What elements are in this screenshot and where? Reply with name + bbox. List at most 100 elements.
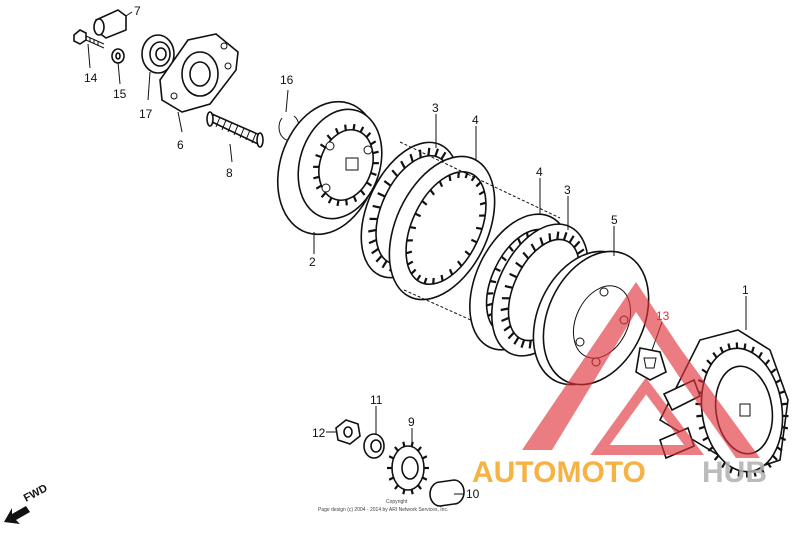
callout-15: 15: [113, 87, 127, 101]
callout-4-upper: 4: [472, 113, 479, 127]
gear-tooth: [315, 154, 322, 159]
gear-tooth: [706, 359, 712, 366]
callout-3-lower: 3: [564, 183, 571, 197]
gear-tooth: [402, 489, 406, 495]
fwd-label: FWD: [22, 482, 50, 504]
gear-tooth: [359, 189, 366, 196]
gear-tooth: [417, 446, 422, 452]
gear-tooth: [781, 402, 788, 406]
gear-tooth: [327, 197, 333, 204]
gear-tooth: [365, 181, 373, 187]
friction-segment: [427, 147, 431, 156]
friction-segment: [528, 340, 532, 349]
gear-tooth: [388, 476, 395, 481]
gear-tooth: [336, 199, 340, 207]
washer-small: [111, 48, 125, 64]
gear-tooth: [421, 476, 428, 481]
gear-tooth: [370, 140, 377, 146]
callout-14: 14: [84, 71, 98, 85]
gear-tooth: [345, 199, 348, 206]
callout-10: 10: [466, 487, 480, 501]
friction-segment: [371, 247, 379, 255]
callout-8: 8: [226, 166, 233, 180]
plate-tab: [423, 277, 428, 285]
callout-11: 11: [370, 393, 383, 407]
collar: [429, 479, 465, 507]
callout-4-lower: 4: [536, 165, 543, 179]
gear-tooth: [707, 446, 714, 452]
plate-tab: [440, 274, 444, 282]
plate-tab: [479, 201, 487, 206]
friction-segment: [509, 272, 518, 279]
bearing: [141, 34, 175, 74]
gear-tooth: [421, 455, 428, 460]
gear-tooth: [753, 470, 757, 477]
plate-tab: [438, 180, 444, 188]
gear-tooth: [417, 484, 422, 490]
gear-tooth: [770, 368, 777, 374]
gear-tooth: [760, 467, 765, 474]
plate-tab: [421, 200, 428, 206]
plate-tab: [478, 190, 485, 196]
friction-segment: [381, 260, 388, 269]
gear-tooth: [388, 455, 395, 460]
gear-tooth: [719, 346, 724, 353]
gear-tooth: [727, 343, 731, 350]
watermark-text-b: HUB: [702, 456, 767, 489]
friction-segment: [573, 240, 581, 249]
plate-tab: [489, 279, 497, 284]
plate-tab: [407, 260, 414, 266]
friction-segment: [368, 238, 377, 245]
friction-segment: [391, 169, 399, 178]
clutch-spring: [206, 111, 264, 148]
callout-6: 6: [177, 138, 184, 152]
gear-tooth: [743, 343, 747, 350]
copyright-line-1: Copyright: [386, 499, 408, 505]
callout-16: 16: [280, 73, 294, 87]
plate-tab: [500, 255, 507, 262]
friction-segment: [556, 231, 560, 240]
callout-3-upper: 3: [432, 101, 439, 115]
friction-segment: [530, 243, 537, 252]
bolt: [73, 29, 105, 49]
gear-tooth: [359, 126, 365, 133]
forward-arrow-indicator: FWD: [4, 482, 50, 524]
friction-segment: [400, 160, 406, 169]
leader-lines: [87, 11, 747, 495]
gear-tooth: [701, 368, 708, 374]
friction-segment: [500, 307, 509, 312]
gear-tooth: [758, 351, 763, 359]
gear-tooth: [315, 184, 322, 190]
gear-tooth: [319, 143, 327, 149]
lifter-plate: [159, 33, 239, 113]
friction-segment: [418, 149, 422, 158]
clutch-plate-upper: [388, 155, 496, 301]
callout-9: 9: [408, 415, 415, 429]
callout-2: 2: [309, 255, 316, 269]
gear-tooth: [779, 390, 786, 395]
gear-tooth: [776, 446, 783, 452]
friction-segment: [562, 232, 568, 241]
gear-tooth: [326, 134, 333, 141]
plate-tab: [470, 175, 476, 182]
lifter-piece: [93, 9, 127, 39]
plate-tab: [457, 172, 460, 179]
friction-segment: [504, 284, 513, 289]
primary-drive-gear: [387, 441, 429, 495]
friction-segment: [548, 233, 552, 242]
spline-hub: [635, 347, 667, 381]
gear-tooth: [772, 454, 778, 461]
friction-segment: [507, 331, 515, 340]
plate-tab: [494, 267, 501, 272]
gear-tooth: [781, 425, 789, 430]
plate-tab: [457, 260, 463, 267]
gear-tooth: [352, 123, 356, 131]
friction-segment: [520, 339, 526, 348]
gear-tooth: [370, 171, 377, 176]
washer: [363, 433, 385, 459]
gear-tooth: [698, 425, 705, 430]
gear-tooth: [712, 351, 718, 359]
gear-tooth: [410, 489, 414, 495]
plate-tab: [464, 171, 469, 179]
gear-tooth: [779, 436, 787, 442]
